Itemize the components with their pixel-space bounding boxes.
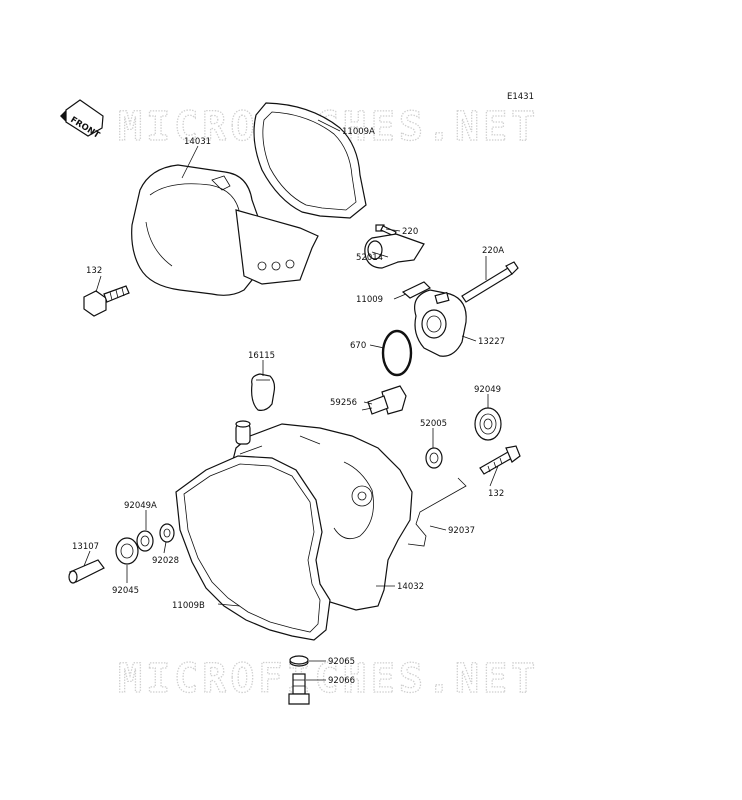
washer-92028[interactable] xyxy=(159,523,175,543)
label-14032[interactable]: 14032 xyxy=(397,582,424,592)
cap-16115[interactable] xyxy=(251,373,276,411)
bolt-220A[interactable] xyxy=(461,261,519,303)
o-ring-670[interactable] xyxy=(381,329,413,377)
label-11009B[interactable]: 11009B xyxy=(172,601,205,611)
label-92028[interactable]: 92028 xyxy=(152,556,179,566)
bearing-92049[interactable] xyxy=(474,407,502,441)
label-59256[interactable]: 59256 xyxy=(330,398,357,408)
leader-lines xyxy=(83,119,499,681)
label-92037[interactable]: 92037 xyxy=(448,526,475,536)
watermark-bottom: MICROFICHES.NET xyxy=(118,656,539,702)
label-52014[interactable]: 52014 xyxy=(356,253,383,263)
label-132-upper[interactable]: 132 xyxy=(86,266,102,276)
bearing-92045[interactable] xyxy=(115,537,139,565)
label-92045[interactable]: 92045 xyxy=(112,586,139,596)
seal-52005[interactable] xyxy=(425,447,443,469)
bolt-132-upper[interactable] xyxy=(83,285,130,317)
label-11009A[interactable]: 11009A xyxy=(342,127,375,137)
clip-92037[interactable] xyxy=(407,477,467,547)
pump-housing-13227[interactable] xyxy=(414,289,467,357)
label-11009[interactable]: 11009 xyxy=(356,295,383,305)
diagram-code: E1431 xyxy=(507,92,534,102)
label-13107[interactable]: 13107 xyxy=(72,542,99,552)
label-670[interactable]: 670 xyxy=(350,341,366,351)
label-13227[interactable]: 13227 xyxy=(478,337,505,347)
washer-92065[interactable] xyxy=(289,655,309,667)
bolt-132-right[interactable] xyxy=(479,445,521,475)
label-92049[interactable]: 92049 xyxy=(474,385,501,395)
label-220A[interactable]: 220A xyxy=(482,246,504,256)
label-220[interactable]: 220 xyxy=(402,227,418,237)
label-92065[interactable]: 92065 xyxy=(328,657,355,667)
label-92066[interactable]: 92066 xyxy=(328,676,355,686)
label-16115[interactable]: 16115 xyxy=(248,351,275,361)
gasket-11009A[interactable] xyxy=(253,102,367,219)
label-92049A[interactable]: 92049A xyxy=(124,501,157,511)
gasket-11009[interactable] xyxy=(401,281,432,299)
clutch-cover-14031[interactable] xyxy=(131,164,319,296)
bearing-92049A[interactable] xyxy=(136,530,154,552)
pipe-52014[interactable] xyxy=(364,233,425,269)
part-labels: 14031 11009A 132 220 220A 52014 11009 13… xyxy=(72,127,505,686)
plug-92066[interactable] xyxy=(288,673,310,705)
sensor-59256[interactable] xyxy=(361,385,407,415)
shaft-13107[interactable] xyxy=(68,559,105,584)
label-52005[interactable]: 52005 xyxy=(420,419,447,429)
label-14031[interactable]: 14031 xyxy=(184,137,211,147)
label-132-right[interactable]: 132 xyxy=(488,489,504,499)
gasket-11009B[interactable] xyxy=(175,455,331,641)
front-arrow-icon: FRONT xyxy=(60,99,104,141)
